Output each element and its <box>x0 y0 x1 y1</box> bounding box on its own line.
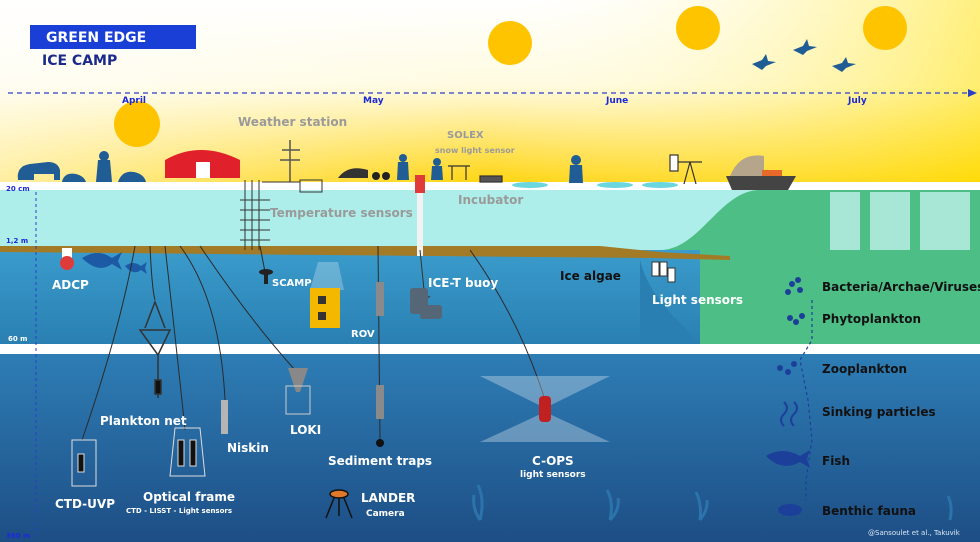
plankton-net-icon <box>138 299 172 398</box>
food-web-benthic-fauna: Benthic fauna <box>822 504 917 518</box>
depth-20cm: 20 cm <box>6 185 30 193</box>
month-july: July <box>848 96 867 106</box>
benthic-crab-icon <box>770 501 810 516</box>
label-niskin: Niskin <box>227 441 269 455</box>
adcp-icon <box>60 248 74 270</box>
food-web-fish: Fish <box>822 454 850 468</box>
scamp-icon <box>259 269 273 284</box>
label-ctd-uvp: CTD-UVP <box>55 497 115 511</box>
food-web-sinking-particles: Sinking particles <box>822 405 936 419</box>
title-line2: ICE CAMP <box>42 53 118 69</box>
boat-icon <box>726 155 796 190</box>
temperature-sensor-string <box>240 179 323 250</box>
depth-1-2m: 1,2 m <box>6 237 29 245</box>
sediment-trap-icon <box>376 282 384 447</box>
food-web-arrows <box>799 300 813 500</box>
month-june: June <box>606 96 629 106</box>
label-plankton-net: Plankton net <box>100 414 187 428</box>
title-line1: GREEN EDGE <box>46 30 147 46</box>
sun-june <box>676 6 720 50</box>
optical-frame-icon <box>169 427 206 477</box>
hut-icon <box>165 150 240 178</box>
fish-icon <box>82 252 147 274</box>
loki-icon <box>285 368 311 415</box>
label-temperature-sensors: Temperature sensors <box>270 206 413 220</box>
ctd-uvp-icon <box>71 439 97 487</box>
food-web-zooplankton: Zooplankton <box>822 362 908 376</box>
label-ice-algae: Ice algae <box>560 269 621 283</box>
depth-60m: 60 m <box>8 335 28 343</box>
label-loki: LOKI <box>290 423 322 437</box>
title-banner <box>30 25 196 49</box>
label-c-ops-sub: light sensors <box>520 470 586 480</box>
sun-may <box>488 21 532 65</box>
label-incubator: Incubator <box>458 193 524 207</box>
cast-lines <box>81 245 546 441</box>
sun-july <box>863 6 907 50</box>
bacteria-icon <box>785 277 803 295</box>
label-light-sensors: Light sensors <box>652 293 744 307</box>
label-scamp: SCAMP <box>272 278 312 289</box>
label-solex-sub: snow light sensor <box>435 146 515 155</box>
label-lander: LANDER <box>361 491 416 505</box>
sun-april <box>114 101 160 147</box>
label-solex: SOLEX <box>447 130 484 141</box>
label-adcp: ADCP <box>52 278 89 292</box>
light-sensor-icon <box>651 261 676 283</box>
label-optical-frame: Optical frame <box>143 490 236 504</box>
birds-icon <box>752 39 856 72</box>
month-may: May <box>363 96 384 106</box>
particles-icon <box>780 401 798 427</box>
label-rov: ROV <box>351 329 375 340</box>
food-web-phytoplankton: Phytoplankton <box>822 312 921 326</box>
seafloor-plants <box>472 484 953 522</box>
deep-water <box>0 354 980 542</box>
niskin-icon <box>221 400 228 434</box>
snowmobile-icon <box>338 168 390 180</box>
label-optical-frame-sub: CTD - LISST - Light sensors <box>126 507 233 515</box>
label-weather-station: Weather station <box>238 115 348 129</box>
food-web-fish-icon <box>766 450 810 468</box>
ice-t-buoy-icon <box>410 288 442 319</box>
polar-bear-icon <box>17 151 146 182</box>
lander-icon <box>325 489 353 519</box>
solex-icon <box>448 165 503 183</box>
light-tripod-icon <box>669 154 702 185</box>
label-lander-sub: Camera <box>366 509 405 519</box>
c-ops-icon <box>480 376 610 442</box>
weather-station-icon <box>280 140 300 182</box>
label-c-ops: C-OPS <box>532 454 574 468</box>
zooplankton-icon <box>777 361 797 375</box>
phytoplankton-icon <box>787 313 805 325</box>
rov-icon <box>310 262 344 328</box>
ice-holes <box>512 182 678 188</box>
label-ice-t-buoy: ICE-T buoy <box>428 276 499 290</box>
depth-360m: 360 m <box>6 532 31 540</box>
ice-t-buoy-pole <box>417 176 423 256</box>
food-web-bacteria: Bacteria/Archae/Viruses <box>822 280 980 294</box>
month-april: April <box>122 96 147 106</box>
label-sediment-traps: Sediment traps <box>328 454 433 468</box>
credit: @Sansoulet et al., Takuvik <box>868 529 960 537</box>
